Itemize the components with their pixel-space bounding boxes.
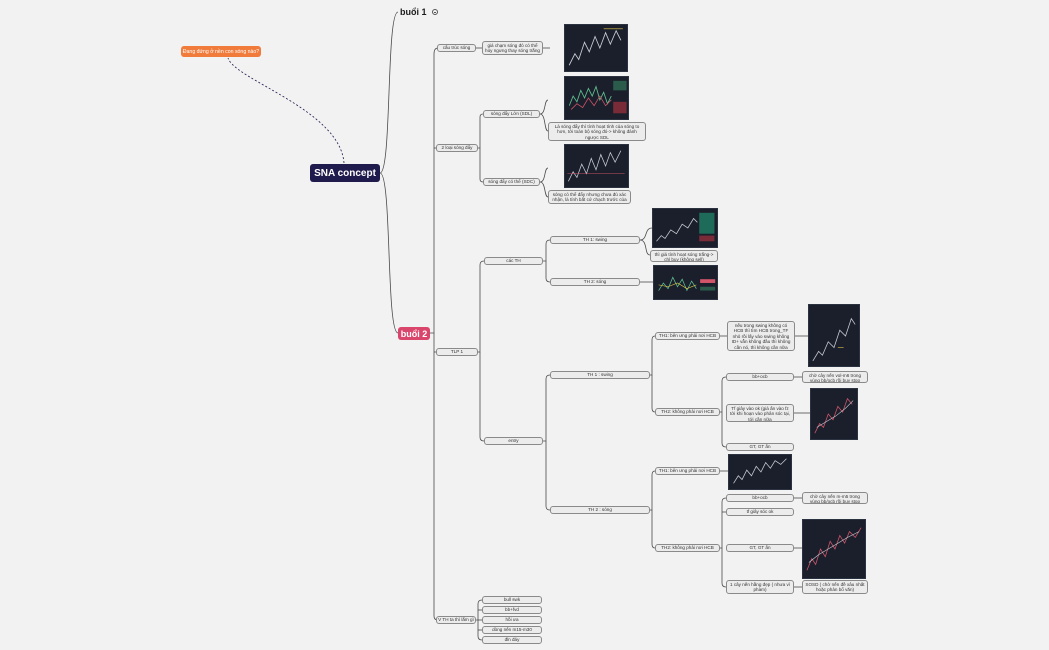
chart-thumbnail[interactable] <box>810 388 858 440</box>
node-gia-chot-song[interactable]: giá chạm sóng đó có thể hủy ngưng thay s… <box>482 41 543 55</box>
node-tf-giay[interactable]: Tf giây vào ok (giá ấn vào fz tới khi ho… <box>726 404 794 422</box>
chart-thumbnail[interactable] <box>728 454 792 490</box>
chart-thumbnail[interactable] <box>564 144 629 188</box>
node-cay-nen[interactable]: 1 cây nến hằng đẹp ( nhưa vì phàm) <box>726 580 794 594</box>
node-gt-ge-1[interactable]: GT, GT ấn <box>726 443 794 451</box>
node-tf-giay-2[interactable]: tf giây sóc ok <box>726 508 794 516</box>
node-tlp1[interactable]: TLP 1 <box>436 348 478 356</box>
chart-thumbnail[interactable] <box>652 208 718 248</box>
node-song-day-sdl[interactable]: sóng đẩy Lớn (SDL) <box>483 110 540 118</box>
node-v-item[interactable]: đỉn đáy <box>482 636 542 644</box>
chart-thumbnail[interactable] <box>564 24 628 72</box>
session-2[interactable]: buổi 2 <box>398 327 430 340</box>
node-bb-ocb-note[interactable]: chờ cây nến vol-m6 trong vùng bb/ocb rồi… <box>802 371 868 383</box>
root-topic[interactable]: SNA concept <box>310 164 380 182</box>
node-bb-ocb-2-note[interactable]: chờ cây nến m-m5 trong vùng bb/ocb rồi b… <box>802 492 868 504</box>
node-sdl-note[interactable]: Là sóng đẩy thì tính hoạt tính của sóng … <box>548 122 646 141</box>
chart-thumbnail[interactable] <box>808 304 860 367</box>
node-th1-ben-phai-2[interactable]: TH1: bên ưng phải nơi HCB <box>655 467 720 475</box>
node-v-item[interactable]: hồi ưa <box>482 616 542 624</box>
node-sdc-note[interactable]: sóng có thể đẩy nhưng chưa đủ xác nhận, … <box>548 190 631 204</box>
node-song-day-sdc[interactable]: sóng đẩy có thể (SDC) <box>483 178 540 186</box>
node-v-item[interactable]: bb+fvd <box>482 606 542 614</box>
node-v-item[interactable]: dòng nến m15-m30 <box>482 626 542 634</box>
chart-thumbnail[interactable] <box>802 519 866 579</box>
node-th1-ben-phai-note[interactable]: nếu trong swing không có HCB thì tìm HCB… <box>727 321 795 351</box>
node-th2-khong-phai-2[interactable]: TH2: không phải nơi HCB <box>655 544 720 552</box>
node-v-item[interactable]: bull swk <box>482 596 542 604</box>
node-th1-ben-phai[interactable]: TH1: bên ưng phải nơi HCB <box>655 332 720 340</box>
node-cac-th[interactable]: các TH <box>484 257 543 265</box>
node-entry-th1-swing[interactable]: TH 1 : swing <box>550 371 650 379</box>
node-cau-truc-song[interactable]: cấu trúc sóng <box>437 44 476 52</box>
node-entry[interactable]: entry <box>484 437 543 445</box>
node-v-th[interactable]: V TH ta thì lắm gì <box>436 616 476 624</box>
chart-thumbnail[interactable] <box>653 265 718 300</box>
node-th1-note[interactable]: thì giá tính hoạt sóng trắng-> chỉ buy (… <box>650 250 718 262</box>
node-gt-ge-2[interactable]: GT, GT ấn <box>726 544 794 552</box>
collapse-icon[interactable] <box>431 9 438 15</box>
node-th2-song[interactable]: TH 2: sóng <box>550 278 640 286</box>
node-th2-khong-phai[interactable]: TH2: không phải nơi HCB <box>655 408 720 416</box>
node-2-loai-song-day[interactable]: 2 loại sóng đẩy <box>436 144 478 152</box>
session-1[interactable]: buổi 1 <box>400 6 438 18</box>
node-entry-th2-song[interactable]: TH 2 : sóng <box>550 506 650 514</box>
floating-topic[interactable]: Đang đứng ở nền con sóng nào? <box>181 46 261 57</box>
node-bb-ocb[interactable]: bb+ocb <box>726 373 794 381</box>
chart-thumbnail[interactable] <box>564 76 629 120</box>
node-bb-ocb-2[interactable]: bb+ocb <box>726 494 794 502</box>
node-th1-swing[interactable]: TH 1: swing <box>550 236 640 244</box>
node-cay-nen-note[interactable]: SOSD ( chờ nến đề xâu nhất hoặc phản bổ … <box>802 580 868 594</box>
session-1-label: buổi 1 <box>400 7 427 17</box>
